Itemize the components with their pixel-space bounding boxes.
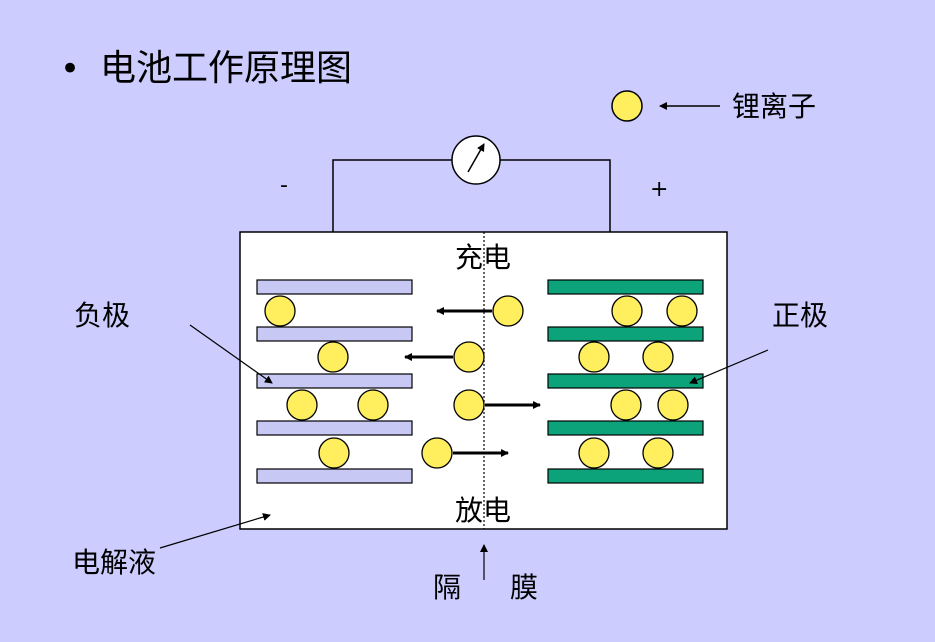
positive-plate <box>547 279 704 295</box>
negative-terminal-sign: - <box>280 173 288 198</box>
positive-electrode-pointer <box>689 349 769 384</box>
lithium-ion-icon <box>657 389 689 421</box>
negative-plate <box>256 373 413 389</box>
negative-plate <box>256 326 413 342</box>
positive-plate <box>547 468 704 484</box>
lithium-ion-icon <box>578 341 610 373</box>
lithium-ion-icon <box>610 389 642 421</box>
lithium-ion-icon <box>578 437 610 469</box>
lithium-ion-icon <box>317 341 349 373</box>
lithium-ion-icon <box>666 295 698 327</box>
lithium-ion-icon <box>357 389 389 421</box>
separator-label-left: 隔 <box>433 571 461 604</box>
lithium-ion-icon <box>453 389 485 421</box>
lithium-ion-icon <box>492 295 524 327</box>
positive-plate <box>547 373 704 389</box>
page-title: 电池工作原理图 <box>100 48 352 89</box>
electrolyte-pointer <box>159 513 271 549</box>
galvanometer-needle <box>467 143 485 173</box>
title-bullet: • <box>60 49 80 89</box>
legend-ion-label: 锂离子 <box>732 90 816 123</box>
electrolyte-label: 电解液 <box>72 546 156 579</box>
negative-electrode-pointer <box>189 324 273 384</box>
charge-label: 充电 <box>455 241 511 274</box>
negative-electrode-label: 负极 <box>74 299 130 332</box>
lithium-ion-icon <box>421 437 453 469</box>
positive-plate <box>547 326 704 342</box>
galvanometer-icon <box>451 135 501 185</box>
positive-terminal-sign: + <box>650 177 668 202</box>
lithium-ion-icon <box>611 90 643 122</box>
lithium-ion-icon <box>286 389 318 421</box>
negative-plate <box>256 279 413 295</box>
lithium-ion-icon <box>642 437 674 469</box>
lithium-ion-icon <box>318 437 350 469</box>
positive-electrode <box>547 279 704 484</box>
positive-electrode-label: 正极 <box>772 299 828 332</box>
discharge-label: 放电 <box>455 494 511 527</box>
negative-plate <box>256 420 413 436</box>
negative-plate <box>256 468 413 484</box>
lithium-ion-icon <box>611 295 643 327</box>
lithium-ion-icon <box>264 295 296 327</box>
lithium-ion-icon <box>453 341 485 373</box>
lithium-ion-icon <box>642 341 674 373</box>
lithium-ions <box>264 295 698 469</box>
separator-label-right: 膜 <box>510 571 538 604</box>
positive-plate <box>547 420 704 436</box>
negative-electrode <box>256 279 413 484</box>
